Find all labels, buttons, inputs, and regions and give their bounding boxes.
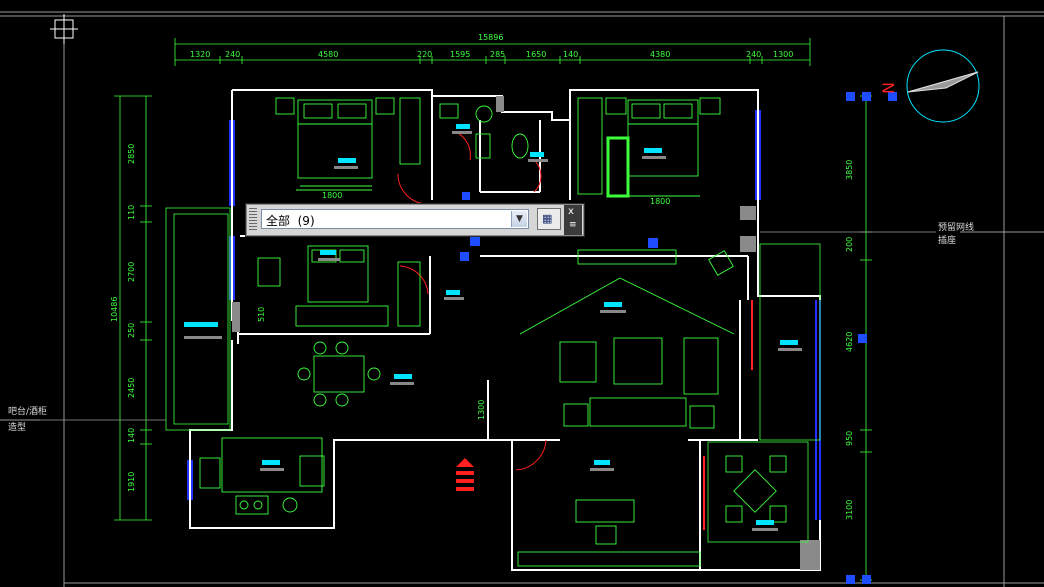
close-icon[interactable]: x [568,206,574,217]
note-network-socket-line2: 插座 [938,234,956,246]
toolbar-side-band: x ≡ [564,205,582,235]
dim-top-seg-11: 1300 [773,50,793,59]
menu-icon[interactable]: ≡ [569,220,577,230]
furniture [199,97,787,567]
dim-bed-width-2: 1800 [650,197,670,206]
room-label-markers [184,124,802,531]
selection-filter-dropdown[interactable]: 全部 (9) ▼ [261,209,529,229]
left-dimension-chain [114,95,152,521]
balcony-outlines [165,207,821,543]
dim-left-seg-3: 2700 [127,262,136,282]
dim-opening-1300: 1300 [477,400,486,420]
selection-grips[interactable] [460,92,897,584]
dim-left-seg-4: 250 [127,323,136,338]
doors [397,131,753,530]
dim-right-seg-4: 950 [845,431,854,446]
dim-left-seg-7: 1910 [127,472,136,492]
dim-right-seg-3: 4620 [845,332,854,352]
note-bar-counter-line1: 吧台/酒柜 [8,405,47,417]
dim-top-seg-4: 220 [417,50,432,59]
dim-top-seg-1: 1320 [190,50,210,59]
dim-left-seg-1: 2850 [127,144,136,164]
quick-select-button[interactable]: ▦ [537,208,561,230]
dim-top-seg-8: 140 [563,50,578,59]
dim-overall-height: 10486 [110,297,119,322]
entrance-arrow-icon [456,458,474,491]
chevron-down-icon[interactable]: ▼ [511,211,527,227]
dim-top-seg-2: 240 [225,50,240,59]
dim-wall-510: 510 [257,307,266,322]
selection-filter-value: 全部 (9) [266,214,315,228]
viewport-frame [0,11,1044,587]
dim-top-seg-3: 4580 [318,50,338,59]
windows [187,110,821,520]
dim-top-seg-9: 4380 [650,50,670,59]
dim-top-seg-6: 285 [490,50,505,59]
dim-bed-width-1: 1800 [322,191,342,200]
compass-north-label: N [879,82,898,94]
toolbar-grip-handle[interactable] [249,208,257,232]
annotation-leaders [40,231,936,421]
dim-left-seg-6: 140 [127,428,136,443]
dim-top-seg-7: 1650 [526,50,546,59]
crosshair-cursor-icon [50,14,78,44]
top-dimension-chain [174,38,811,66]
dim-overall-width: 15896 [478,33,503,42]
dim-top-seg-10: 240 [746,50,761,59]
north-compass-icon [906,49,980,123]
dim-top-seg-5: 1595 [450,50,470,59]
dim-right-seg-2: 200 [845,237,854,252]
note-network-socket-line1: 预留网线 [938,221,974,233]
dim-left-seg-2: 110 [127,205,136,220]
note-bar-counter-line2: 造型 [8,421,26,433]
dim-right-seg-1: 3850 [845,160,854,180]
selection-filter-toolbar[interactable]: 全部 (9) ▼ ▦ x ≡ [246,204,584,236]
wall-columns [232,96,820,570]
dim-right-seg-5: 3100 [845,500,854,520]
dim-left-seg-5: 2450 [127,378,136,398]
quick-select-icon: ▦ [542,212,553,225]
